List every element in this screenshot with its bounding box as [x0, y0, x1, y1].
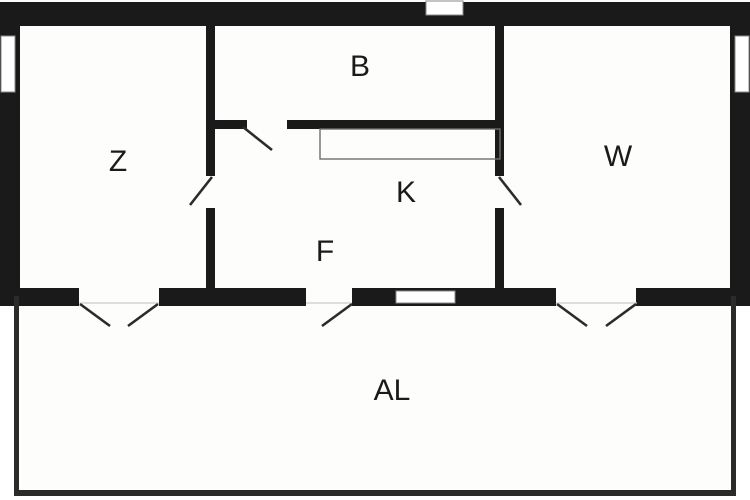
door-opening-z-f[interactable]	[205, 176, 216, 208]
room-label-w: W	[604, 140, 633, 173]
upper-floor-fill	[0, 0, 750, 306]
door-opening-b-k[interactable]	[247, 119, 287, 130]
door-swing-f-al	[321, 302, 353, 328]
door-swing-z-f	[188, 176, 214, 206]
door-swing-z-al-left	[79, 302, 111, 328]
door-swing-w-al-a	[556, 302, 588, 328]
door-opening-w-al[interactable]	[556, 287, 636, 307]
room-label-z: Z	[109, 145, 127, 178]
wall-annex-right	[731, 296, 736, 496]
door-swing-w-al-b	[605, 302, 637, 328]
window-divider-wall	[395, 290, 456, 304]
door-swing-z-al-right	[127, 302, 159, 328]
door-opening-z-al[interactable]	[79, 287, 159, 307]
door-opening-k-w[interactable]	[494, 176, 505, 208]
window-right-wall	[734, 35, 750, 93]
door-swing-k-w	[497, 176, 523, 206]
door-swing-b-k	[242, 125, 273, 152]
room-label-b: B	[350, 50, 370, 83]
room-label-f: F	[316, 235, 334, 268]
room-label-al: AL	[374, 374, 411, 407]
kitchen-counter-fixture	[319, 128, 501, 160]
window-top-wall	[425, 0, 464, 16]
door-opening-f-al[interactable]	[306, 287, 352, 307]
wall-interior-horizontal-upper	[215, 120, 504, 129]
room-label-k: K	[396, 176, 416, 209]
wall-annex-bottom	[14, 490, 736, 496]
wall-annex-left	[14, 296, 19, 496]
wall-outer-top	[0, 2, 750, 26]
wall-interior-vertical-left	[206, 2, 215, 296]
window-left-wall	[0, 35, 16, 93]
annex-floor-fill	[14, 296, 736, 496]
